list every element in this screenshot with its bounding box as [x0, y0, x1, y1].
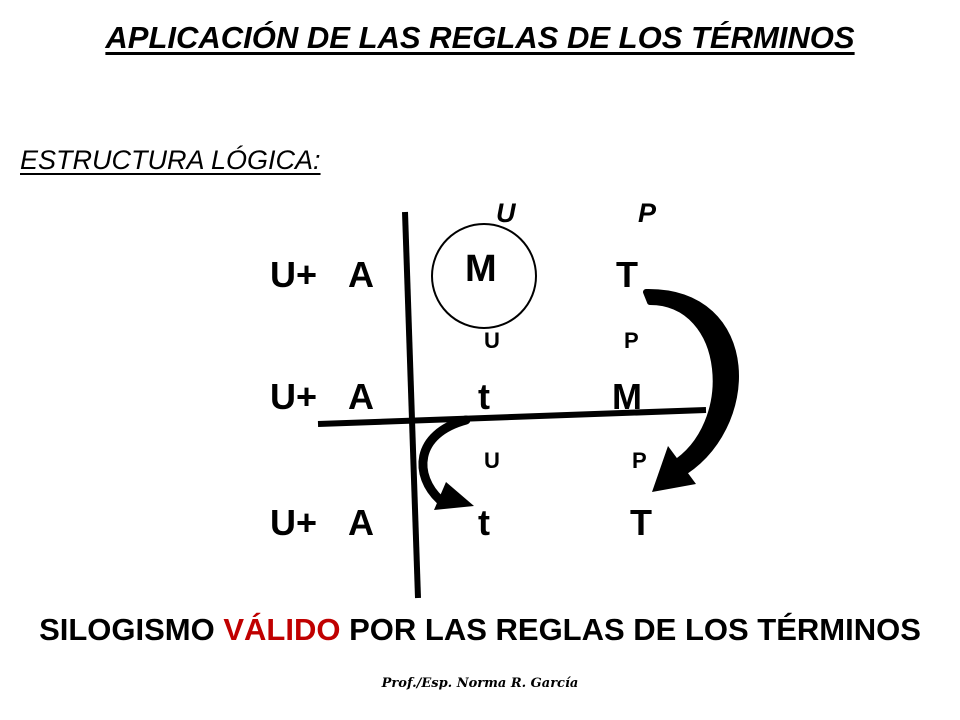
distribution-arrow-minor-head: [434, 482, 474, 510]
distribution-arrow-major-head: [652, 446, 696, 492]
p2-predicate: M: [612, 376, 642, 417]
p2-quantity: U+: [270, 376, 318, 417]
verdict-text: SILOGISMO VÁLIDO POR LAS REGLAS DE LOS T…: [0, 612, 960, 648]
distribution-arrow-major: [643, 288, 739, 479]
c-type: A: [348, 502, 374, 543]
c-predicate: T: [630, 502, 652, 543]
structure-heading: ESTRUCTURA LÓGICA:: [20, 145, 321, 175]
c-quantity: U+: [270, 502, 318, 543]
horizontal-divider-line: [317, 407, 707, 427]
page-title: APLICACIÓN DE LAS REGLAS DE LOS TÉRMINOS: [105, 20, 855, 55]
p1-type: A: [348, 254, 374, 295]
p2-predicate-distribution: P: [624, 328, 639, 353]
verdict-highlight: VÁLIDO: [223, 612, 341, 647]
vertical-divider-line: [402, 211, 421, 599]
p1-subject-distribution: U: [496, 198, 516, 228]
c-predicate-distribution: P: [632, 448, 647, 473]
c-subject-distribution: U: [484, 448, 500, 473]
p1-predicate-distribution: P: [638, 198, 657, 228]
p2-subject: t: [478, 376, 490, 417]
p1-subject: M: [465, 248, 497, 290]
c-subject: t: [478, 502, 490, 543]
verdict-part1: SILOGISMO: [39, 612, 224, 647]
p1-predicate: T: [616, 254, 638, 295]
p2-type: A: [348, 376, 374, 417]
p1-quantity: U+: [270, 254, 318, 295]
author-credit: Prof./Esp. Norma R. García: [381, 676, 579, 691]
verdict-part2: POR LAS REGLAS DE LOS TÉRMINOS: [340, 612, 921, 647]
middle-term-circle: [431, 223, 537, 329]
distribution-arrow-minor: [418, 415, 471, 505]
p2-subject-distribution: U: [484, 328, 500, 353]
